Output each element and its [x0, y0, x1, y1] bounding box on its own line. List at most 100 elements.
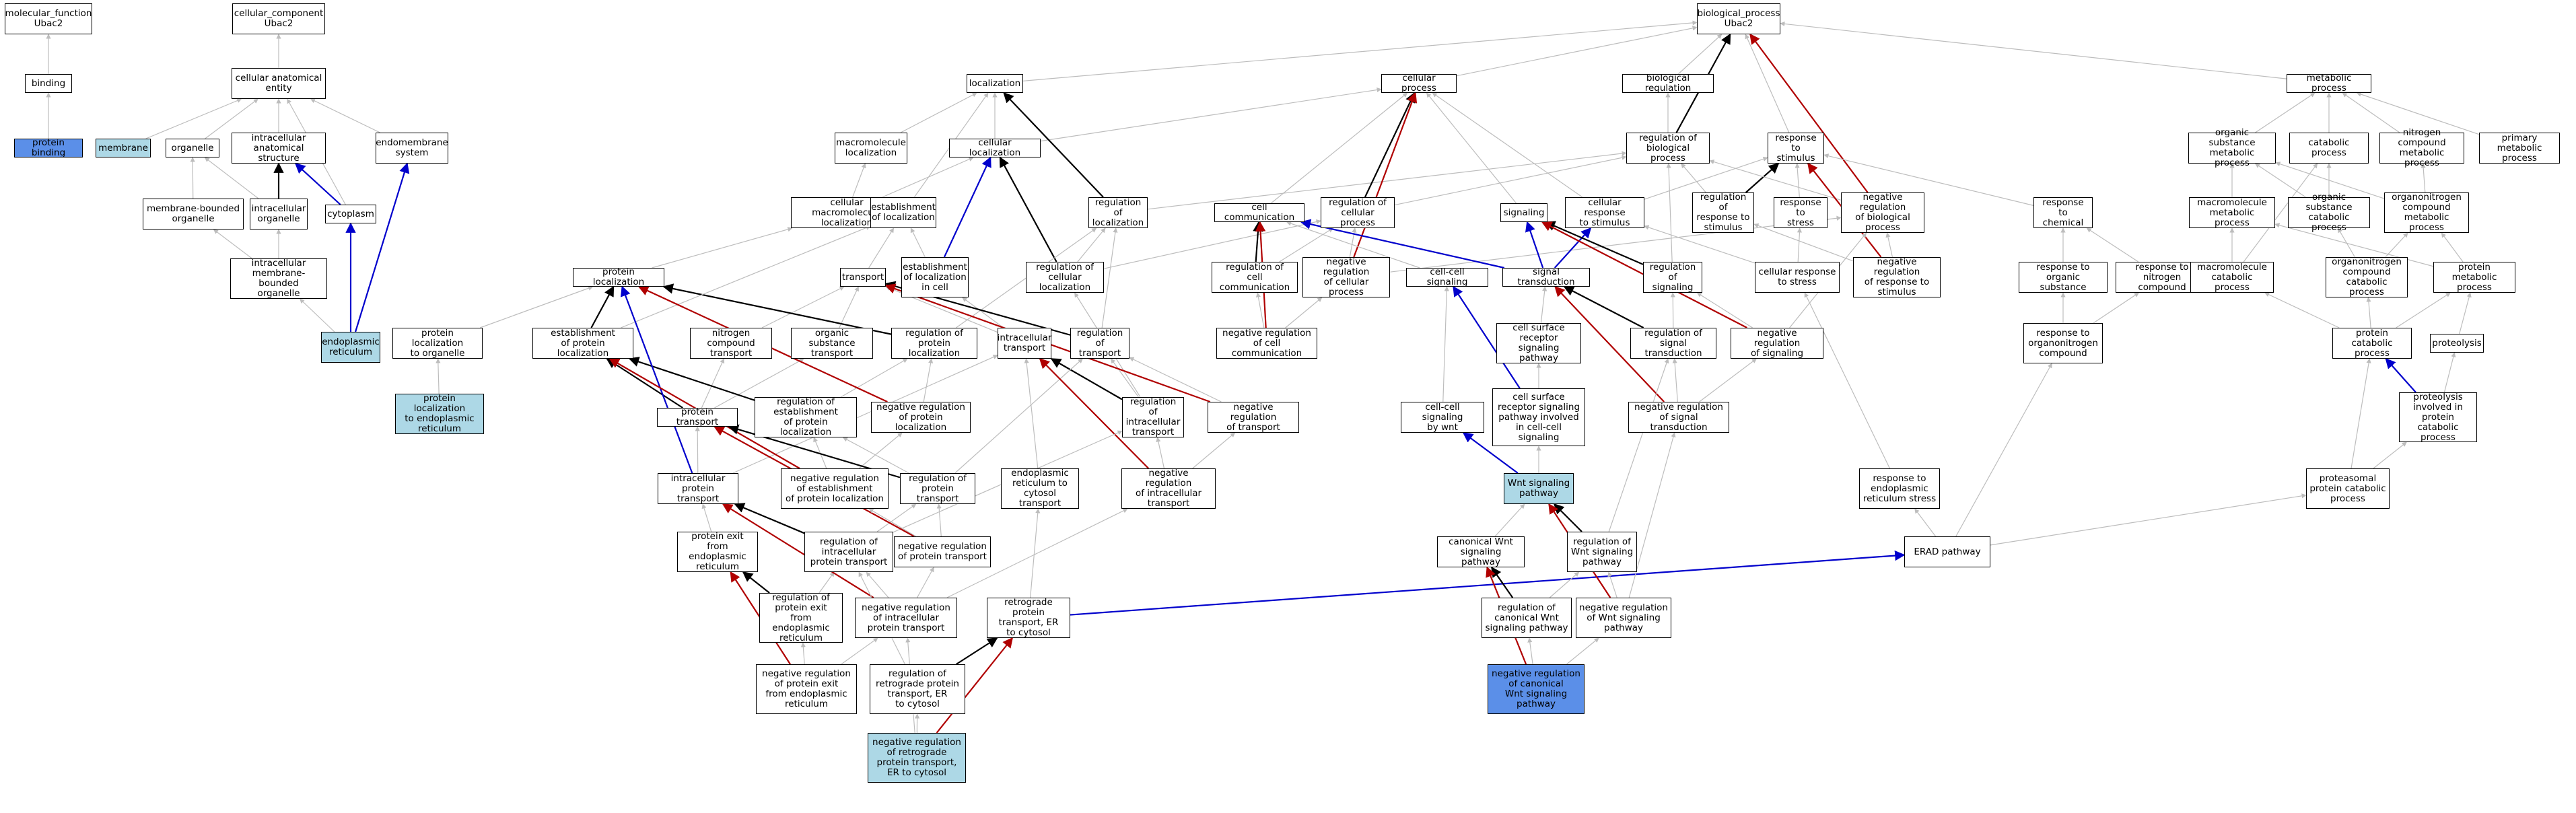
go-term-occp[interactable]: organonitrogen compound catabolic proces… — [2326, 257, 2408, 297]
go-term-estloc[interactable]: establishment of localization — [870, 197, 936, 228]
go-term-pefer[interactable]: protein exit from endoplasmic reticulum — [677, 532, 758, 572]
go-term-rptercyt[interactable]: retrograde protein transport, ER to cyto… — [987, 598, 1070, 638]
go-term-mmp[interactable]: macromolecule metabolic process — [2189, 197, 2275, 228]
go-term-st[interactable]: signal transduction — [1502, 267, 1590, 287]
go-term-rpl[interactable]: regulation of protein localization — [891, 328, 977, 359]
go-term-imbo[interactable]: intracellular membrane-bounded organelle — [230, 258, 327, 299]
go-term-nrpl[interactable]: negative regulation of protein localizat… — [871, 402, 971, 433]
go-term-nrcwnt[interactable]: negative regulation of canonical Wnt sig… — [1488, 664, 1585, 714]
go-term-proteolysis[interactable]: proteolysis — [2430, 334, 2484, 353]
go-term-intorg[interactable]: intracellular organelle — [250, 199, 308, 229]
go-term-ercyt[interactable]: endoplasmic reticulum to cytosol transpo… — [1001, 468, 1079, 509]
go-term-ocmp[interactable]: organonitrogen compound metabolic proces… — [2384, 192, 2469, 233]
go-term-ias[interactable]: intracellular anatomical structure — [232, 133, 326, 164]
go-term-nrpt[interactable]: negative regulation of protein transport — [894, 536, 991, 567]
go-term-regsig[interactable]: regulation of signaling — [1643, 262, 1702, 293]
go-term-nrbp[interactable]: negative regulation of biological proces… — [1841, 192, 1924, 233]
go-term-rtstress[interactable]: response to stress — [1774, 197, 1827, 228]
go-term-ccswnt[interactable]: cell-cell signaling by wnt — [1401, 402, 1484, 433]
go-term-rtos[interactable]: response to organic substance — [2019, 262, 2108, 293]
go-term-catab[interactable]: catabolic process — [2289, 133, 2369, 164]
go-term-estlocc[interactable]: establishment of localization in cell — [901, 257, 969, 297]
go-term-nrcp[interactable]: negative regulation of cellular process — [1302, 257, 1390, 297]
go-term-cytoplasm[interactable]: cytoplasm — [325, 205, 376, 223]
go-term-crs[interactable]: cellular response to stimulus — [1565, 197, 1644, 228]
go-term-cc[interactable]: cellular_component Ubac2 — [232, 3, 325, 34]
go-term-rbp[interactable]: regulation of biological process — [1626, 133, 1710, 164]
go-term-wnt[interactable]: Wnt signaling pathway — [1504, 473, 1574, 504]
go-term-nrcc[interactable]: negative regulation of cell communicatio… — [1216, 328, 1317, 359]
go-term-rst[interactable]: regulation of signal transduction — [1630, 328, 1716, 359]
go-term-ppcp[interactable]: proteasomal protein catabolic process — [2306, 468, 2390, 509]
go-term-mbo[interactable]: membrane-bounded organelle — [143, 199, 244, 229]
go-term-rtchem[interactable]: response to chemical — [2033, 197, 2093, 228]
go-term-rict[interactable]: regulation of intracellular transport — [1122, 397, 1184, 437]
go-term-rcwnt[interactable]: regulation of canonical Wnt signaling pa… — [1482, 598, 1572, 638]
go-term-rtransport[interactable]: regulation of transport — [1070, 328, 1129, 359]
go-term-nrtransport[interactable]: negative regulation of transport — [1208, 402, 1299, 433]
go-term-transport[interactable]: transport — [840, 268, 886, 287]
go-term-ptrans[interactable]: protein transport — [657, 407, 738, 427]
go-term-osmp[interactable]: organic substance metabolic process — [2188, 128, 2276, 168]
go-term-pbind[interactable]: protein binding — [14, 138, 83, 158]
go-term-ccomm[interactable]: cell communication — [1214, 203, 1304, 223]
go-term-ncomt[interactable]: nitrogen compound transport — [690, 328, 772, 359]
go-term-mcp[interactable]: macromolecule catabolic process — [2190, 262, 2274, 293]
go-term-repl[interactable]: regulation of establishment of protein l… — [755, 397, 857, 437]
go-term-membrane[interactable]: membrane — [96, 139, 151, 157]
go-term-ccsp[interactable]: cell surface receptor signaling pathway … — [1492, 388, 1585, 446]
go-term-ript[interactable]: regulation of intracellular protein tran… — [804, 532, 893, 572]
go-term-piipcp[interactable]: proteolysis involved in protein cataboli… — [2399, 392, 2477, 442]
go-term-breg[interactable]: biological regulation — [1622, 73, 1714, 94]
go-term-nrict[interactable]: negative regulation of intracellular tra… — [1121, 468, 1216, 509]
go-term-cae[interactable]: cellular anatomical entity — [232, 68, 326, 99]
go-term-ipt[interactable]: intracellular protein transport — [658, 473, 738, 504]
go-term-rts[interactable]: response to stimulus — [1768, 133, 1824, 164]
go-term-organelle[interactable]: organelle — [166, 139, 219, 157]
go-term-er[interactable]: endoplasmic reticulum — [321, 332, 380, 363]
go-term-regloc[interactable]: regulation of localization — [1088, 197, 1148, 228]
go-term-nrrs[interactable]: negative regulation of response to stimu… — [1853, 257, 1941, 297]
go-term-cellloc[interactable]: cellular localization — [949, 138, 1041, 158]
go-term-mf[interactable]: molecular_function Ubac2 — [5, 3, 92, 34]
go-term-rpt[interactable]: regulation of protein transport — [900, 473, 975, 504]
go-term-nrepl[interactable]: negative regulation of establishment of … — [781, 468, 889, 509]
go-term-rwnt[interactable]: regulation of Wnt signaling pathway — [1567, 532, 1637, 572]
go-term-signaling[interactable]: signaling — [1500, 203, 1547, 222]
go-term-cproc[interactable]: cellular process — [1381, 73, 1457, 94]
go-term-protmp[interactable]: protein metabolic process — [2433, 262, 2515, 293]
go-term-pcp[interactable]: protein catabolic process — [2332, 328, 2412, 359]
go-term-epl[interactable]: establishment of protein localization — [532, 328, 633, 359]
go-term-nrpefer[interactable]: negative regulation of protein exit from… — [756, 664, 857, 714]
go-term-rrs[interactable]: regulation of response to stimulus — [1692, 192, 1754, 233]
go-term-rpefer[interactable]: regulation of protein exit from endoplas… — [759, 592, 843, 643]
go-term-plto[interactable]: protein localization to organelle — [392, 328, 483, 359]
go-term-csrsp[interactable]: cell surface receptor signaling pathway — [1496, 323, 1581, 363]
go-term-protloc[interactable]: protein localization — [573, 267, 664, 287]
go-term-rcp[interactable]: regulation of cellular process — [1321, 197, 1395, 228]
go-term-nrrpt[interactable]: negative regulation of retrograde protei… — [868, 733, 966, 783]
go-term-macloc[interactable]: macromolecule localization — [835, 133, 907, 164]
go-term-oscp[interactable]: organic substance catabolic process — [2288, 192, 2370, 233]
go-term-ncmp[interactable]: nitrogen compound metabolic process — [2379, 128, 2464, 168]
go-term-pler[interactable]: protein localization to endoplasmic reti… — [395, 394, 484, 434]
go-term-nript[interactable]: negative regulation of intracellular pro… — [855, 598, 957, 638]
go-term-metab[interactable]: metabolic process — [2287, 73, 2371, 94]
go-term-rrpt[interactable]: regulation of retrograde protein transpo… — [870, 664, 965, 714]
go-term-nrsig[interactable]: negative regulation of signaling — [1731, 328, 1823, 359]
go-term-erad[interactable]: ERAD pathway — [1904, 536, 1990, 567]
go-term-nrwnt[interactable]: negative regulation of Wnt signaling pat… — [1576, 598, 1671, 638]
go-term-endosys[interactable]: endomembrane system — [376, 133, 448, 164]
go-term-rcc[interactable]: regulation of cell communication — [1212, 262, 1298, 293]
go-term-crstress[interactable]: cellular response to stress — [1755, 262, 1840, 293]
go-term-ccs[interactable]: cell-cell signaling — [1406, 267, 1488, 287]
go-term-ict[interactable]: intracellular transport — [998, 328, 1051, 359]
go-term-loc[interactable]: localization — [967, 74, 1023, 93]
go-term-pmp[interactable]: primary metabolic process — [2479, 133, 2560, 164]
go-term-rcl[interactable]: regulation of cellular localization — [1026, 262, 1104, 293]
go-term-ost[interactable]: organic substance transport — [791, 328, 873, 359]
go-term-cwnt[interactable]: canonical Wnt signaling pathway — [1437, 536, 1525, 567]
go-term-binding[interactable]: binding — [25, 74, 72, 93]
go-term-nrst[interactable]: negative regulation of signal transducti… — [1628, 402, 1729, 433]
go-term-rters[interactable]: response to endoplasmic reticulum stress — [1859, 468, 1940, 509]
